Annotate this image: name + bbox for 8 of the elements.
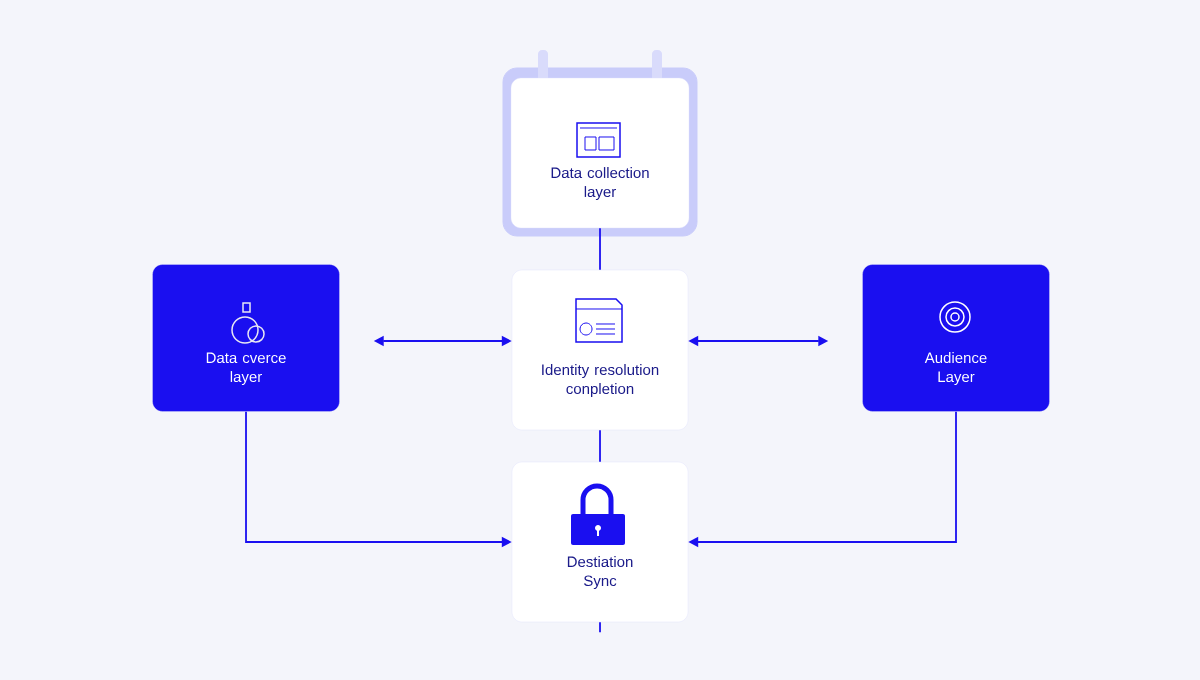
- connector: [599, 621, 601, 634]
- process-box: Identity resolution conpletion: [511, 269, 689, 431]
- process-box: Data collection layer: [510, 77, 690, 229]
- connector: [599, 227, 601, 271]
- connector: [599, 429, 601, 463]
- layer-box: Data cverce layer: [152, 264, 340, 412]
- process-box: Destiation Sync: [511, 461, 689, 623]
- layer-box: Audience Layer: [862, 264, 1050, 412]
